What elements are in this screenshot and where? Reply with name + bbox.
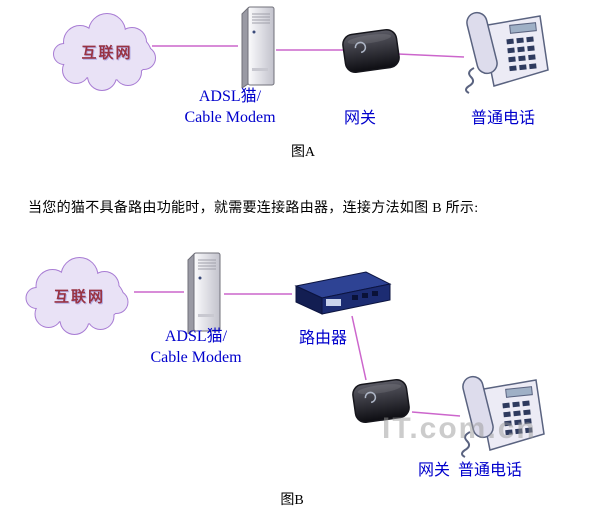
figure-a-caption: 图A [290,145,316,160]
modem-art [187,252,221,335]
gateway-icon [350,376,412,431]
adsl-modem-icon [182,250,224,339]
paragraph-text: 当您的猫不具备路由功能时，就需要连接路由器，连接方法如图 B 所示: [28,201,479,216]
cloud-art [25,257,129,335]
phone-label-a: 普通电话 [470,110,535,127]
modem-label-a: ADSL猫/ Cable Modem [165,86,295,128]
internet-cloud-icon: 互联网 [52,6,162,98]
gateway-label-b: 网关 [417,462,450,479]
modem-label-line2: Cable Modem [150,349,242,366]
gateway-icon [340,26,402,81]
connector-line [397,53,465,58]
figure-b-caption: 图B [280,493,304,508]
internet-cloud-icon: 互联网 [22,250,137,342]
cloud-art [53,13,156,91]
telephone-icon [456,370,546,463]
phone-label-b: 普通电话 [457,462,522,479]
telephone-art [461,375,545,458]
modem-label-line1: ADSL猫/ [198,88,262,105]
router-art [294,271,392,315]
gateway-label-a: 网关 [343,110,376,127]
router-label-b: 路由器 [298,330,347,347]
modem-label-line1: ADSL猫/ [164,328,228,345]
telephone-icon [460,6,550,99]
router-icon [290,268,394,323]
gateway-art [352,378,410,424]
modem-label-line2: Cable Modem [184,109,276,126]
internet-label: 互联网 [81,45,133,62]
gateway-art [342,28,400,74]
modem-art [241,6,275,89]
modem-label-b: ADSL猫/ Cable Modem [131,326,261,368]
adsl-modem-icon [236,4,278,93]
watermark: IT.com.cn [382,412,537,445]
telephone-art [465,11,549,94]
internet-label: 互联网 [53,289,105,306]
